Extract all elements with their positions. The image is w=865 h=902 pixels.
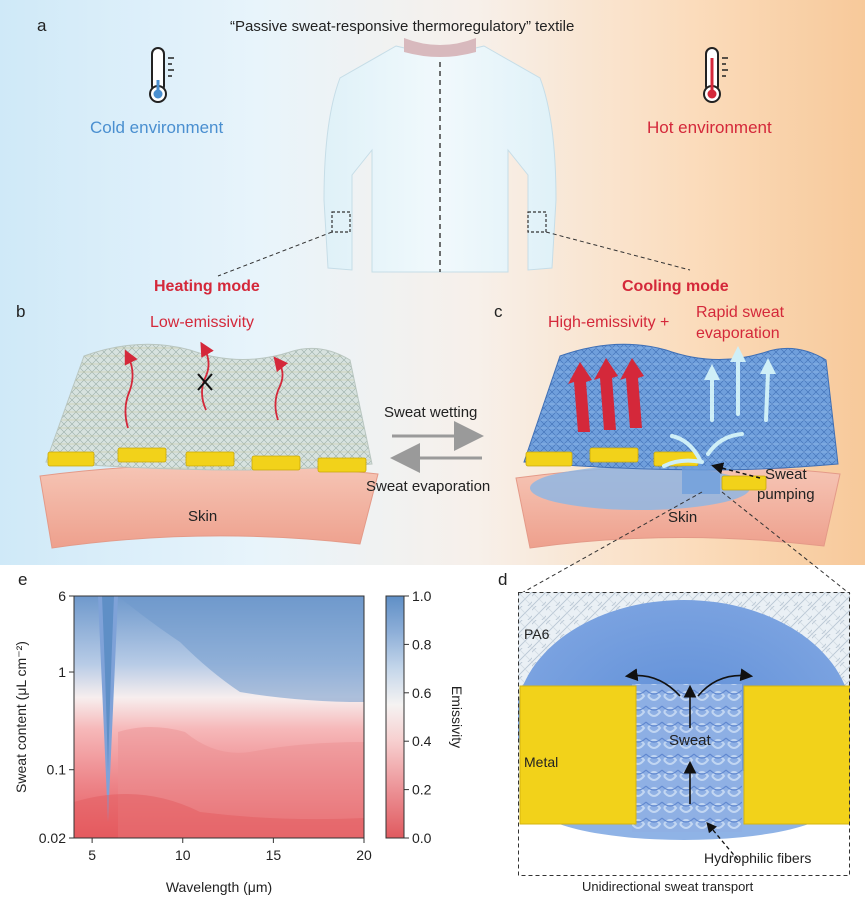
y-tick-label: 0.02: [39, 830, 66, 846]
y-tick-label: 0.1: [47, 762, 67, 778]
transition-arrows: [390, 421, 484, 473]
evaporation-label: evaporation: [696, 325, 780, 342]
colorbar-tick-label: 0.4: [412, 733, 432, 749]
panel-b-graphic: [39, 341, 379, 549]
high-emissivity-label: High-emissivity +: [548, 314, 670, 331]
sweat-pumping-label-1: Sweat: [765, 466, 807, 483]
colorbar-label: Emissivity: [449, 686, 465, 748]
y-axis-label: Sweat content (μL cm⁻²): [13, 641, 29, 793]
illustration: [39, 38, 841, 549]
y-tick-label: 1: [58, 664, 66, 680]
colorbar-tick-label: 0.6: [412, 685, 432, 701]
figure-title: “Passive sweat-responsive thermoregulato…: [230, 18, 575, 35]
shirt: [217, 38, 691, 277]
panel-letter-e: e: [18, 570, 28, 589]
sweat-pumping-label-2: pumping: [757, 486, 815, 503]
sweat-wetting-label: Sweat wetting: [384, 404, 478, 421]
skin-label-c: Skin: [668, 509, 698, 526]
cooling-mode-label: Cooling mode: [622, 278, 729, 295]
rapid-sweat-label: Rapid sweat: [696, 304, 785, 321]
colorbar-tick-label: 0.0: [412, 830, 432, 846]
panel-letter-b: b: [16, 302, 26, 321]
cold-thermometer-icon: [149, 47, 174, 103]
panel-letter-a: a: [37, 16, 47, 35]
colorbar-tick-label: 0.8: [412, 636, 432, 652]
hot-thermometer-icon: [703, 47, 728, 103]
panel-d-detail: [518, 592, 850, 876]
panel-d-caption: Unidirectional sweat transport: [582, 879, 754, 894]
hot-environment-label: Hot environment: [647, 118, 772, 137]
metal-label: Metal: [524, 754, 559, 770]
heating-mode-label: Heating mode: [154, 278, 260, 295]
sweat-evaporation-label: Sweat evaporation: [366, 478, 491, 495]
x-tick-label: 5: [88, 847, 96, 863]
sweat-label: Sweat: [669, 732, 711, 749]
x-axis-label: Wavelength (μm): [166, 879, 272, 895]
low-emissivity-label: Low-emissivity: [150, 314, 255, 331]
y-tick-label: 6: [58, 588, 66, 604]
hydrophilic-fibers-label: Hydrophilic fibers: [704, 850, 812, 866]
x-tick-label: 15: [266, 847, 282, 863]
x-tick-label: 20: [356, 847, 372, 863]
pa6-label: PA6: [524, 626, 550, 642]
skin-label-b: Skin: [188, 508, 218, 525]
emissivity-heatmap: 5 10 15 20 6 1 0.1 0.02 1.0 0.8 0.6 0.4 0.2 0.0 Wav…: [13, 588, 465, 895]
colorbar-tick-label: 0.2: [412, 782, 432, 798]
cold-environment-label: Cold environment: [90, 118, 224, 137]
colorbar-tick-label: 1.0: [412, 588, 432, 604]
panel-letter-c: c: [494, 302, 503, 321]
x-tick-label: 10: [175, 847, 191, 863]
panel-letter-d: d: [498, 570, 508, 589]
